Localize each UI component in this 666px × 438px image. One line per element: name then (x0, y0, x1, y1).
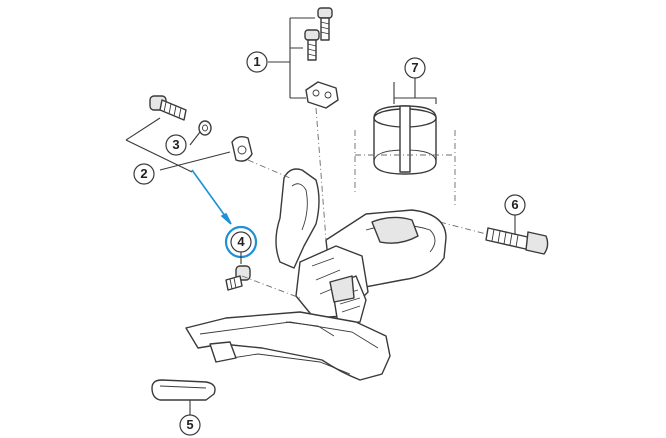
adjust-plate (231, 135, 253, 162)
bolt-head (525, 231, 549, 255)
callout-1: 1 (246, 51, 268, 73)
band-adapter (373, 105, 437, 175)
callout-5: 5 (179, 414, 201, 436)
clamp-bolt (485, 227, 549, 255)
callout-7: 7 (404, 57, 426, 79)
callout-6: 6 (504, 194, 526, 216)
leader-1 (268, 17, 315, 99)
svg-text:7: 7 (411, 60, 418, 75)
bolt-axis-line (439, 221, 487, 235)
mount-bracket (305, 81, 339, 109)
band-guide-lines (354, 130, 456, 205)
screw-head (317, 7, 333, 19)
svg-text:6: 6 (511, 197, 518, 212)
highlight-arrow (191, 169, 232, 225)
leader-2-3 (125, 117, 231, 173)
support-bolt (225, 265, 251, 291)
svg-text:1: 1 (253, 54, 260, 69)
screw-head (304, 29, 320, 41)
svg-text:5: 5 (186, 417, 193, 432)
leader-7 (393, 78, 437, 104)
mounting-screws (304, 7, 339, 109)
band-slit (399, 105, 411, 173)
svg-text:3: 3 (172, 137, 179, 152)
svg-text:4: 4 (237, 234, 245, 249)
callout-2: 2 (133, 163, 155, 185)
assembly-axis-lines (241, 107, 327, 299)
callout-4: 4 (224, 225, 258, 264)
svg-text:2: 2 (140, 166, 147, 181)
washer (198, 120, 212, 136)
chain-guide-cover (151, 379, 216, 401)
adjusting-bolt-assembly (149, 95, 253, 162)
callout-3: 3 (165, 134, 187, 156)
front-derailleur-body (185, 168, 447, 381)
